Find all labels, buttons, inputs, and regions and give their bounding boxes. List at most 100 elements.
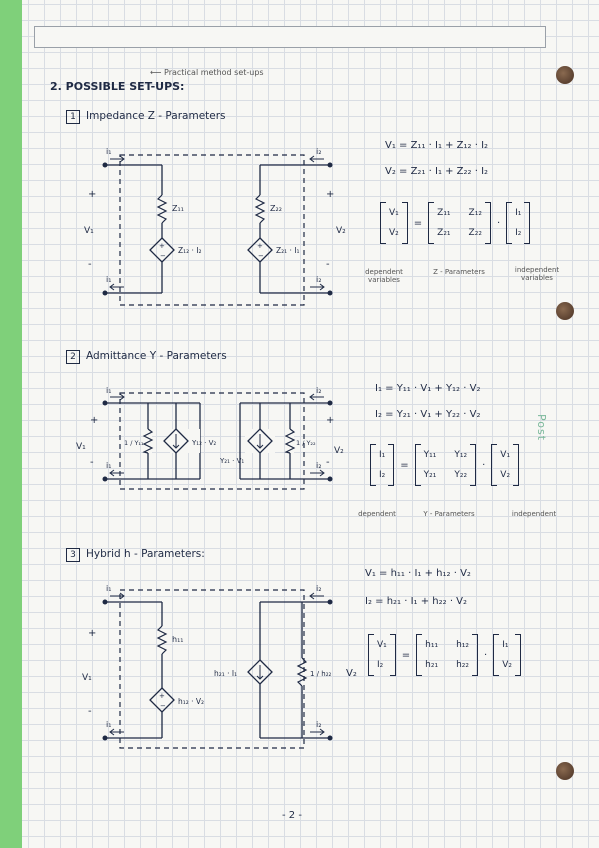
- caption-parameters: Y - Parameters: [423, 510, 475, 518]
- independent-vector: V₁ V₂: [491, 444, 520, 486]
- impedance-eq-2: V₂ = Z₂₁ · I₁ + Z₂₂ · I₂: [385, 166, 489, 177]
- svg-text:+: +: [159, 242, 165, 250]
- side-stamp: Post: [535, 414, 548, 442]
- arrow-right-icon: [310, 728, 325, 736]
- label-v1: V₁: [76, 442, 86, 452]
- minus-sign: -: [88, 259, 92, 270]
- resistor-h11: [156, 625, 168, 655]
- minus-sign: -: [88, 706, 92, 717]
- caption-dependent: dependent: [358, 510, 396, 518]
- section-number-box: 3: [66, 548, 80, 562]
- port-terminal: [102, 599, 108, 605]
- section-number-box: 2: [66, 350, 80, 364]
- punch-hole: [556, 762, 574, 780]
- impedance-circuit: +− +− i₁ i₂ i₁ i₂ + - V₁ + - V₂ Z₁₁ Z₁₂ …: [84, 147, 346, 306]
- heading-note: ⟵ Practical method set-ups: [150, 68, 264, 77]
- section-number-box: 1: [66, 110, 80, 124]
- label-source-2: h₂₁ · I₁: [214, 669, 237, 678]
- svg-text:+: +: [159, 692, 165, 700]
- admittance-eq-2: I₂ = Y₂₁ · V₁ + Y₂₂ · V₂: [375, 409, 481, 420]
- label-i2: i₂: [316, 720, 321, 729]
- page-heading: 2. POSSIBLE SET-UPS:: [50, 80, 185, 93]
- label-v1: V₁: [84, 226, 94, 236]
- label-h22: 1 / h₂₂: [310, 670, 332, 678]
- port-terminal: [102, 162, 108, 168]
- hybrid-matrix-equation: V₁ I₂ = h₁₁ h₁₂ h₂₁ h₂₂ · I₁ V₂: [368, 634, 521, 676]
- arrow-left-icon: [109, 728, 124, 736]
- resistor-h22: [296, 657, 308, 687]
- hybrid-circuit: +− i₁ i₂ i₁ i₂ + - V₁ h₁₁ h₁₂ · V₂ h₂₁ ·…: [82, 584, 333, 749]
- notebook-spine: [0, 0, 22, 848]
- label-v2: V₂: [336, 226, 346, 236]
- plus-sign: +: [326, 189, 334, 200]
- arrow-left-icon: [309, 592, 324, 600]
- label-h11: h₁₁: [172, 635, 183, 644]
- plus-sign: +: [88, 189, 96, 200]
- label-source-2: Y₂₁ · V₁: [219, 457, 244, 465]
- hybrid-eq-2: I₂ = h₂₁ · I₁ + h₂₂ · V₂: [365, 596, 468, 607]
- label-i1: i₁: [106, 275, 111, 284]
- two-port-boundary: [119, 392, 305, 490]
- label-z11: Z₁₁: [172, 204, 184, 213]
- arrow-right-icon: [110, 393, 125, 401]
- punch-hole: [556, 302, 574, 320]
- hybrid-title-text: Hybrid h - Parameters:: [86, 548, 205, 560]
- plus-sign: +: [88, 628, 96, 639]
- resistor-z22: [254, 194, 266, 224]
- label-source-1: Y₁₂ · V₂: [191, 439, 216, 447]
- label-i2: i₂: [316, 147, 321, 156]
- admittance-circuit: i₁ i₂ i₁ i₂ + - V₁ + - V₂ 1 / Y₁₁ Y₁₂ · …: [76, 386, 344, 490]
- arrow-down-icon: [256, 434, 264, 449]
- label-i1: i₁: [106, 584, 111, 593]
- arrow-right-icon: [310, 469, 325, 477]
- label-v1: V₁: [82, 673, 92, 683]
- port-terminal: [102, 290, 108, 296]
- dependent-vector: V₁ I₂: [368, 634, 396, 676]
- label-i2: i₂: [316, 584, 321, 593]
- arrow-left-icon: [309, 155, 324, 163]
- hybrid-title: 3 Hybrid h - Parameters:: [66, 548, 205, 562]
- caption-independent: independent: [511, 510, 557, 518]
- page-number: - 2 -: [282, 810, 302, 821]
- z-parameter-matrix: Z₁₁ Z₁₂ Z₂₁ Z₂₂: [428, 202, 491, 244]
- arrow-left-icon: [109, 469, 124, 477]
- admittance-matrix-equation: I₁ I₂ = Y₁₁ Y₁₂ Y₂₁ Y₂₂ · V₁ V₂: [370, 444, 520, 486]
- admittance-eq-1: I₁ = Y₁₁ · V₁ + Y₁₂ · V₂: [375, 383, 481, 394]
- port-terminal: [102, 735, 108, 741]
- port-terminal: [327, 400, 333, 406]
- admittance-title-text: Admittance Y - Parameters: [86, 350, 227, 362]
- two-port-boundary: [119, 154, 305, 306]
- port-terminal: [327, 290, 333, 296]
- svg-text:+: +: [257, 242, 263, 250]
- plus-sign: +: [90, 415, 98, 426]
- port-terminal: [327, 735, 333, 741]
- label-i2: i₂: [316, 275, 321, 284]
- grid-paper-sheet: [22, 0, 599, 848]
- minus-sign: -: [90, 457, 94, 468]
- label-y22: 1 / Y₂₂: [296, 439, 316, 447]
- arrow-left-icon: [109, 283, 124, 291]
- arrow-right-icon: [110, 155, 125, 163]
- punch-hole: [556, 66, 574, 84]
- label-i2: i₂: [316, 461, 321, 470]
- resistor-y22: [284, 428, 296, 454]
- label-source-1: Z₁₂ · I₂: [178, 246, 202, 255]
- arrow-down-icon: [256, 665, 264, 680]
- minus-sign: -: [326, 259, 330, 270]
- port-terminal: [102, 400, 108, 406]
- label-i1: i₁: [106, 147, 111, 156]
- arrow-right-icon: [110, 592, 125, 600]
- arrow-right-icon: [310, 283, 325, 291]
- svg-text:−: −: [160, 702, 166, 710]
- label-i1: i₁: [106, 720, 111, 729]
- port-terminal: [327, 476, 333, 482]
- resistor-y11: [142, 428, 154, 454]
- port-terminal: [327, 162, 333, 168]
- y-parameter-matrix: Y₁₁ Y₁₂ Y₂₁ Y₂₂: [414, 444, 477, 486]
- admittance-title: 2 Admittance Y - Parameters: [66, 350, 227, 364]
- hybrid-eq-1: V₁ = h₁₁ · I₁ + h₁₂ · V₂: [365, 568, 471, 579]
- independent-vector: I₁ V₂: [493, 634, 521, 676]
- caption-dependent: dependent variables: [365, 268, 403, 284]
- label-v2: V₂: [346, 668, 357, 679]
- label-i1: i₁: [106, 386, 111, 395]
